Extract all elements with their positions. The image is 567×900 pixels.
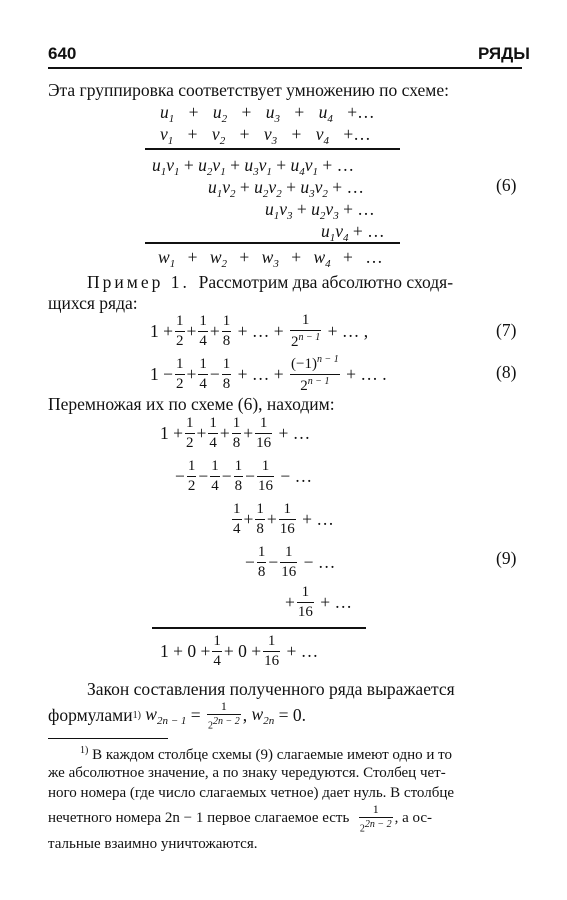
footnote-line1-text: В каждом столбце схемы (9) слагаемые име… [92, 747, 453, 763]
header-rule [48, 67, 522, 69]
footnote-line5: тальные взаимно уничтожаются. [48, 836, 258, 852]
scheme6-product-row4: u1v4 + … [321, 221, 385, 244]
scheme6-product-row2: u1v2 + u2v2 + u3v2 + … [208, 177, 364, 200]
example-line2: щихся ряда: [48, 293, 138, 313]
footnote-mark: 1) [80, 745, 89, 756]
law-line2-start: формулами [48, 705, 133, 726]
eq7-label: (7) [496, 320, 517, 340]
running-title: РЯДЫ [478, 44, 530, 63]
footnote-line2: же абсолютное значение, а по знаку черед… [48, 765, 446, 781]
scheme-row-u: u1 + u2 + u3 + u4 +… [160, 102, 375, 125]
example-text1: Рассмотрим два абсолютно сходя- [198, 272, 454, 292]
scheme6-rule-bottom [145, 242, 400, 244]
scheme6-result: w1 + w2 + w3 + w4 + … [158, 247, 383, 270]
example-label: Пример 1. [87, 272, 190, 292]
footnote-line4-end: , а ос- [394, 810, 433, 827]
intro-line: Эта группировка соответствует умножению … [48, 80, 449, 100]
eq9-label: (9) [496, 548, 517, 568]
scheme6-rule-top [145, 148, 400, 150]
footnote-line3: ного номера (где число слагаемых четное)… [48, 785, 455, 801]
footnote-rule [48, 738, 168, 739]
example-line1: Пример 1. Рассмотрим два абсолютно сходя… [87, 272, 453, 293]
footnote-line4-start: нечетного номера 2n − 1 первое слагаемое… [48, 810, 350, 827]
scheme6-product-row1: u1v1 + u2v1 + u3v1 + u4v1 + … [152, 155, 355, 178]
law-line1: Закон составления полученного ряда выраж… [87, 679, 455, 699]
scheme6-product-row3: u1v3 + u2v3 + … [265, 199, 375, 222]
eq8-label: (8) [496, 362, 517, 382]
law-fn-mark: 1) [132, 710, 141, 722]
eq6-label: (6) [496, 175, 517, 195]
page-number: 640 [48, 44, 77, 63]
footnote-line1: 1) В каждом столбце схемы (9) слагаемые … [80, 745, 452, 764]
scheme9-rule [152, 627, 366, 629]
scheme-row-v: v1 + v2 + v3 + v4 +… [160, 124, 371, 147]
footnote-line4: нечетного номера 2n − 1 первое слагаемое… [48, 803, 432, 834]
multiply-line: Перемножая их по схеме (6), находим: [48, 394, 335, 414]
